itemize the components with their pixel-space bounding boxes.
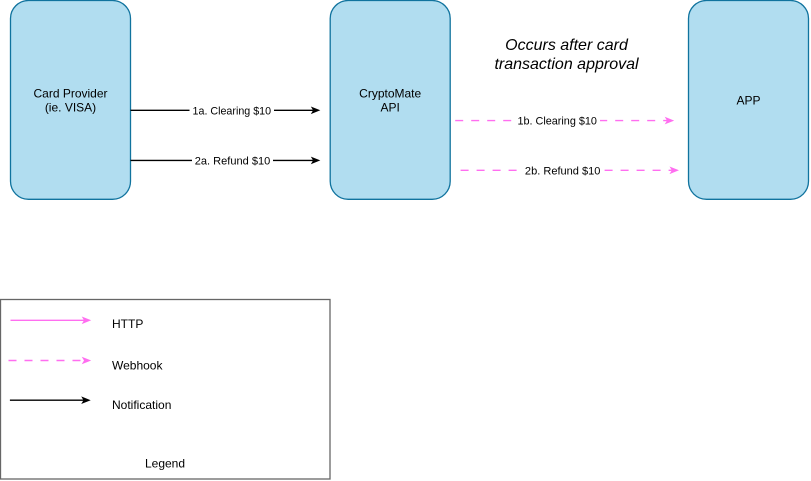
svg-text:(ie. VISA): (ie. VISA) <box>45 101 96 115</box>
svg-text:APP: APP <box>736 93 760 107</box>
svg-text:Webhook: Webhook <box>112 359 163 373</box>
svg-text:1a. Clearing $10: 1a. Clearing $10 <box>193 105 272 117</box>
svg-text:Card Provider: Card Provider <box>33 86 107 100</box>
svg-text:1b. Clearing $10: 1b. Clearing $10 <box>517 116 597 128</box>
svg-text:HTTP: HTTP <box>112 317 143 331</box>
svg-text:transaction approval: transaction approval <box>494 56 639 73</box>
svg-text:2b. Refund $10: 2b. Refund $10 <box>525 165 601 177</box>
svg-text:Occurs after card: Occurs after card <box>505 37 629 54</box>
svg-text:Notification: Notification <box>112 398 171 412</box>
svg-text:2a. Refund $10: 2a. Refund $10 <box>195 155 271 167</box>
svg-text:API: API <box>381 101 400 115</box>
svg-text:CryptoMate: CryptoMate <box>359 86 421 100</box>
svg-text:Legend: Legend <box>145 456 185 470</box>
